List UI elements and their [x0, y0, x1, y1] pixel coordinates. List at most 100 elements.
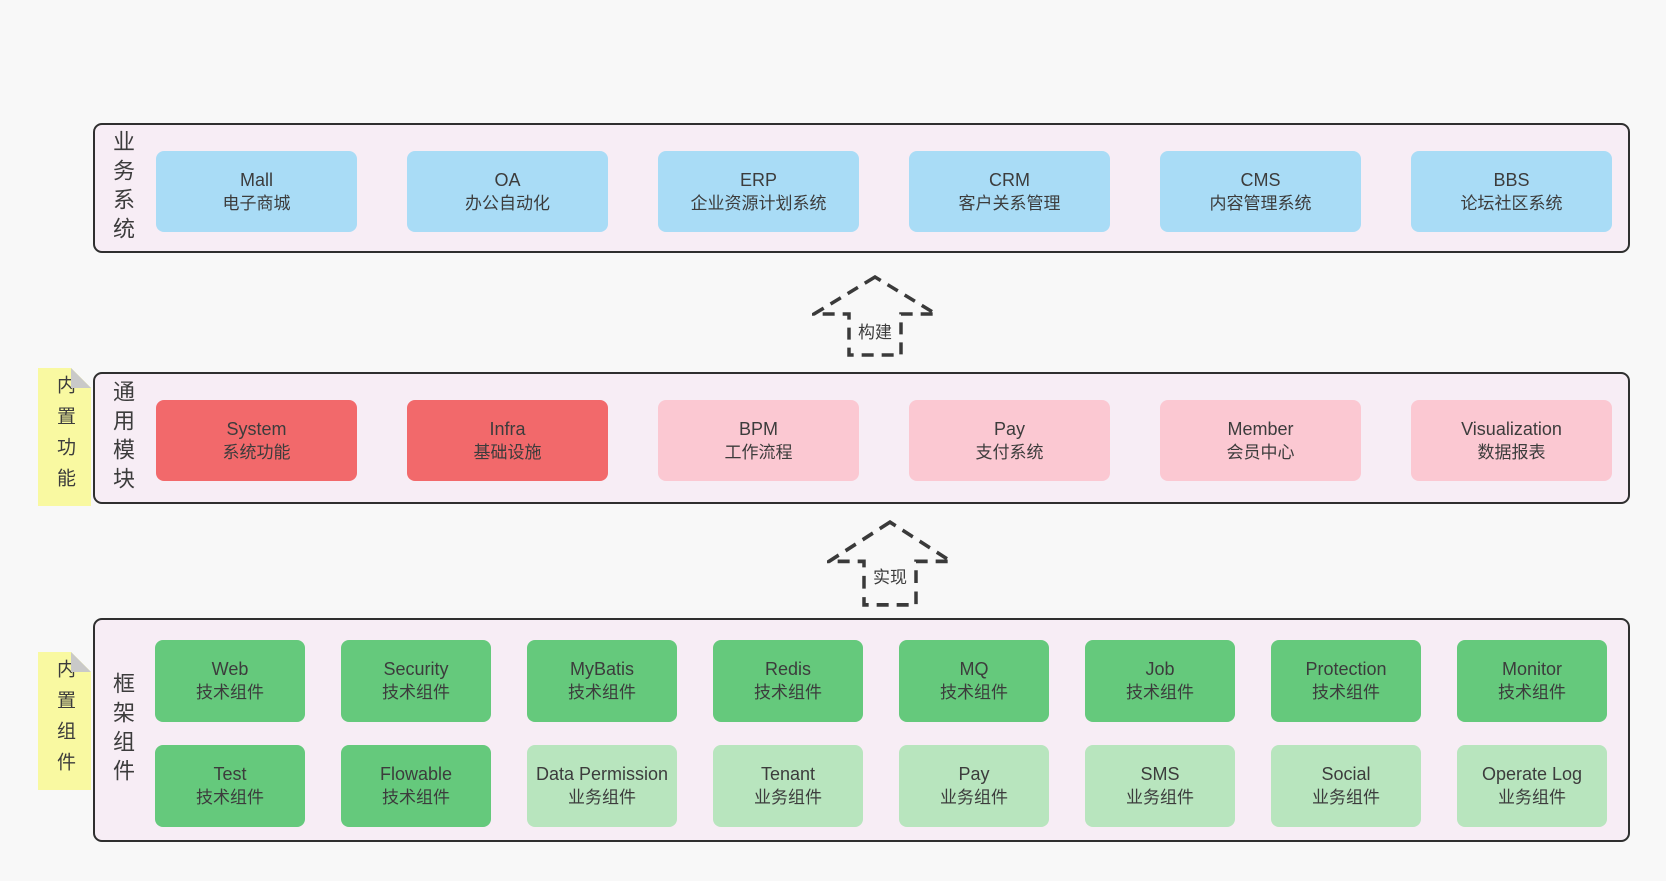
node-title: Operate Log	[1481, 764, 1583, 784]
node-subtitle: 技术组件	[1312, 683, 1380, 702]
node-title: Pay	[958, 764, 990, 784]
diagram-node: Member 会员中心	[1160, 400, 1361, 481]
node-subtitle: 业务组件	[1312, 788, 1380, 807]
diagram-node: BPM 工作流程	[658, 400, 859, 481]
diagram-node: Test 技术组件	[155, 745, 305, 827]
node-title: Social	[1321, 764, 1371, 784]
node-title: MQ	[959, 659, 989, 679]
diagram-node: Tenant 业务组件	[713, 745, 863, 827]
node-title: ERP	[739, 169, 777, 190]
framework-box-row-2: Test 技术组件 Flowable 技术组件 Data Permission …	[155, 745, 1607, 827]
diagram-node: Redis 技术组件	[713, 640, 863, 722]
diagram-node: Social 业务组件	[1271, 745, 1421, 827]
node-title: Monitor	[1501, 659, 1563, 679]
node-title: Data Permission	[535, 764, 669, 784]
diagram-node: Protection 技术组件	[1271, 640, 1421, 722]
diagram-node: System 系统功能	[156, 400, 357, 481]
node-subtitle: 基础设施	[473, 442, 542, 462]
sticky-note-fold-icon	[71, 652, 91, 672]
up-arrow-icon	[812, 275, 938, 357]
node-subtitle: 办公自动化	[465, 193, 550, 213]
node-title: BPM	[738, 418, 778, 439]
node-subtitle: 电子商城	[222, 193, 291, 213]
node-title: MyBatis	[569, 659, 634, 679]
node-title: Flowable	[379, 764, 453, 784]
node-title: CRM	[989, 169, 1030, 190]
node-subtitle: 论坛社区系统	[1460, 193, 1563, 213]
diagram-node: SMS 业务组件	[1085, 745, 1235, 827]
framework-components-panel: 框架组件 Web 技术组件 Security 技术组件 MyBatis 技术组件…	[93, 618, 1630, 842]
node-subtitle: 内容管理系统	[1209, 193, 1312, 213]
node-subtitle: 支付系统	[975, 442, 1044, 462]
node-subtitle: 技术组件	[940, 683, 1008, 702]
node-subtitle: 工作流程	[724, 442, 793, 462]
node-subtitle: 业务组件	[1126, 788, 1194, 807]
node-subtitle: 技术组件	[754, 683, 822, 702]
diagram-node: BBS 论坛社区系统	[1411, 151, 1612, 232]
node-title: Web	[211, 659, 249, 679]
node-subtitle: 数据报表	[1477, 442, 1546, 462]
diagram-node: CMS 内容管理系统	[1160, 151, 1361, 232]
node-subtitle: 技术组件	[196, 788, 264, 807]
implement-arrow-label: 实现	[870, 562, 910, 589]
node-subtitle: 技术组件	[568, 683, 636, 702]
node-subtitle: 技术组件	[1498, 683, 1566, 702]
diagram-node: Monitor 技术组件	[1457, 640, 1607, 722]
sticky-note-fold-icon	[71, 368, 91, 388]
node-title: Test	[213, 764, 247, 784]
diagram-node: Pay 业务组件	[899, 745, 1049, 827]
framework-components-label: 框架组件	[110, 672, 135, 788]
node-subtitle: 系统功能	[222, 442, 291, 462]
node-title: System	[226, 418, 287, 439]
node-title: Security	[383, 659, 449, 679]
implement-arrow: 实现	[827, 520, 953, 607]
diagram-node: MQ 技术组件	[899, 640, 1049, 722]
node-subtitle: 企业资源计划系统	[690, 193, 827, 213]
diagram-node: MyBatis 技术组件	[527, 640, 677, 722]
business-box-row: Mall 电子商城 OA 办公自动化 ERP 企业资源计划系统 CRM 客户关系…	[156, 151, 1612, 232]
node-title: CMS	[1240, 169, 1281, 190]
node-subtitle: 技术组件	[1126, 683, 1194, 702]
node-title: Redis	[764, 659, 812, 679]
node-title: Tenant	[760, 764, 816, 784]
builtin-components-sticky-note: 内置组件	[38, 652, 91, 790]
node-subtitle: 业务组件	[568, 788, 636, 807]
business-systems-panel: 业务系统 Mall 电子商城 OA 办公自动化 ERP 企业资源计划系统 CRM…	[93, 123, 1630, 253]
node-title: Protection	[1305, 659, 1387, 679]
diagram-node: Operate Log 业务组件	[1457, 745, 1607, 827]
diagram-node: Infra 基础设施	[407, 400, 608, 481]
common-modules-label: 通用模块	[110, 380, 135, 496]
diagram-node: Pay 支付系统	[909, 400, 1110, 481]
node-subtitle: 技术组件	[196, 683, 264, 702]
node-title: Member	[1227, 418, 1294, 439]
node-title: Mall	[239, 169, 273, 190]
node-title: SMS	[1140, 764, 1180, 784]
node-title: Visualization	[1461, 418, 1562, 439]
node-subtitle: 会员中心	[1226, 442, 1295, 462]
build-arrow: 构建	[812, 275, 938, 357]
node-title: Job	[1145, 659, 1175, 679]
diagram-node: Visualization 数据报表	[1411, 400, 1612, 481]
node-subtitle: 业务组件	[1498, 788, 1566, 807]
node-subtitle: 客户关系管理	[958, 193, 1061, 213]
framework-box-row-1: Web 技术组件 Security 技术组件 MyBatis 技术组件 Redi…	[155, 640, 1607, 722]
builtin-features-sticky-note: 内置功能	[38, 368, 91, 506]
node-subtitle: 技术组件	[382, 683, 450, 702]
node-title: BBS	[1493, 169, 1530, 190]
diagram-node: CRM 客户关系管理	[909, 151, 1110, 232]
diagram-node: Mall 电子商城	[156, 151, 357, 232]
diagram-node: Web 技术组件	[155, 640, 305, 722]
modules-box-row: System 系统功能 Infra 基础设施 BPM 工作流程 Pay 支付系统…	[156, 400, 1612, 481]
diagram-node: ERP 企业资源计划系统	[658, 151, 859, 232]
diagram-node: Flowable 技术组件	[341, 745, 491, 827]
diagram-node: OA 办公自动化	[407, 151, 608, 232]
node-subtitle: 业务组件	[940, 788, 1008, 807]
diagram-node: Data Permission 业务组件	[527, 745, 677, 827]
common-modules-panel: 通用模块 System 系统功能 Infra 基础设施 BPM 工作流程 Pay…	[93, 372, 1630, 504]
builtin-features-note-label: 内置功能	[54, 375, 75, 499]
up-arrow-icon	[827, 520, 953, 607]
node-title: OA	[494, 169, 521, 190]
node-title: Pay	[993, 418, 1026, 439]
node-title: Infra	[489, 418, 526, 439]
